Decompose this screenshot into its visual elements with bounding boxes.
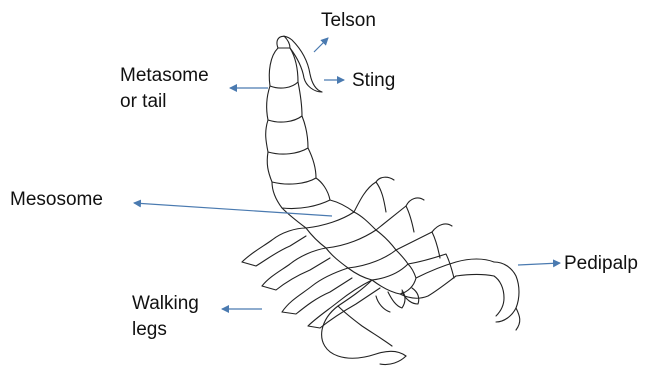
walking-legs-right [354, 177, 454, 278]
label-walking-legs-line1: Walking [132, 292, 199, 316]
label-sting: Sting [352, 69, 395, 93]
label-mesosome: Mesosome [10, 188, 103, 212]
label-walking-legs-line2: legs [132, 318, 167, 342]
label-metasome-line1: Metasome [120, 64, 209, 88]
metasome-segments [266, 48, 330, 209]
label-telson: Telson [321, 9, 376, 33]
label-metasome-line2: or tail [120, 90, 166, 114]
arrow-pedipalp [518, 263, 560, 265]
arrow-telson [314, 38, 328, 52]
chelicerae [376, 288, 419, 312]
walking-legs-left [242, 228, 380, 328]
arrow-mesosome [134, 203, 332, 216]
telson-shape [277, 36, 322, 92]
label-pedipalp: Pedipalp [564, 252, 638, 276]
